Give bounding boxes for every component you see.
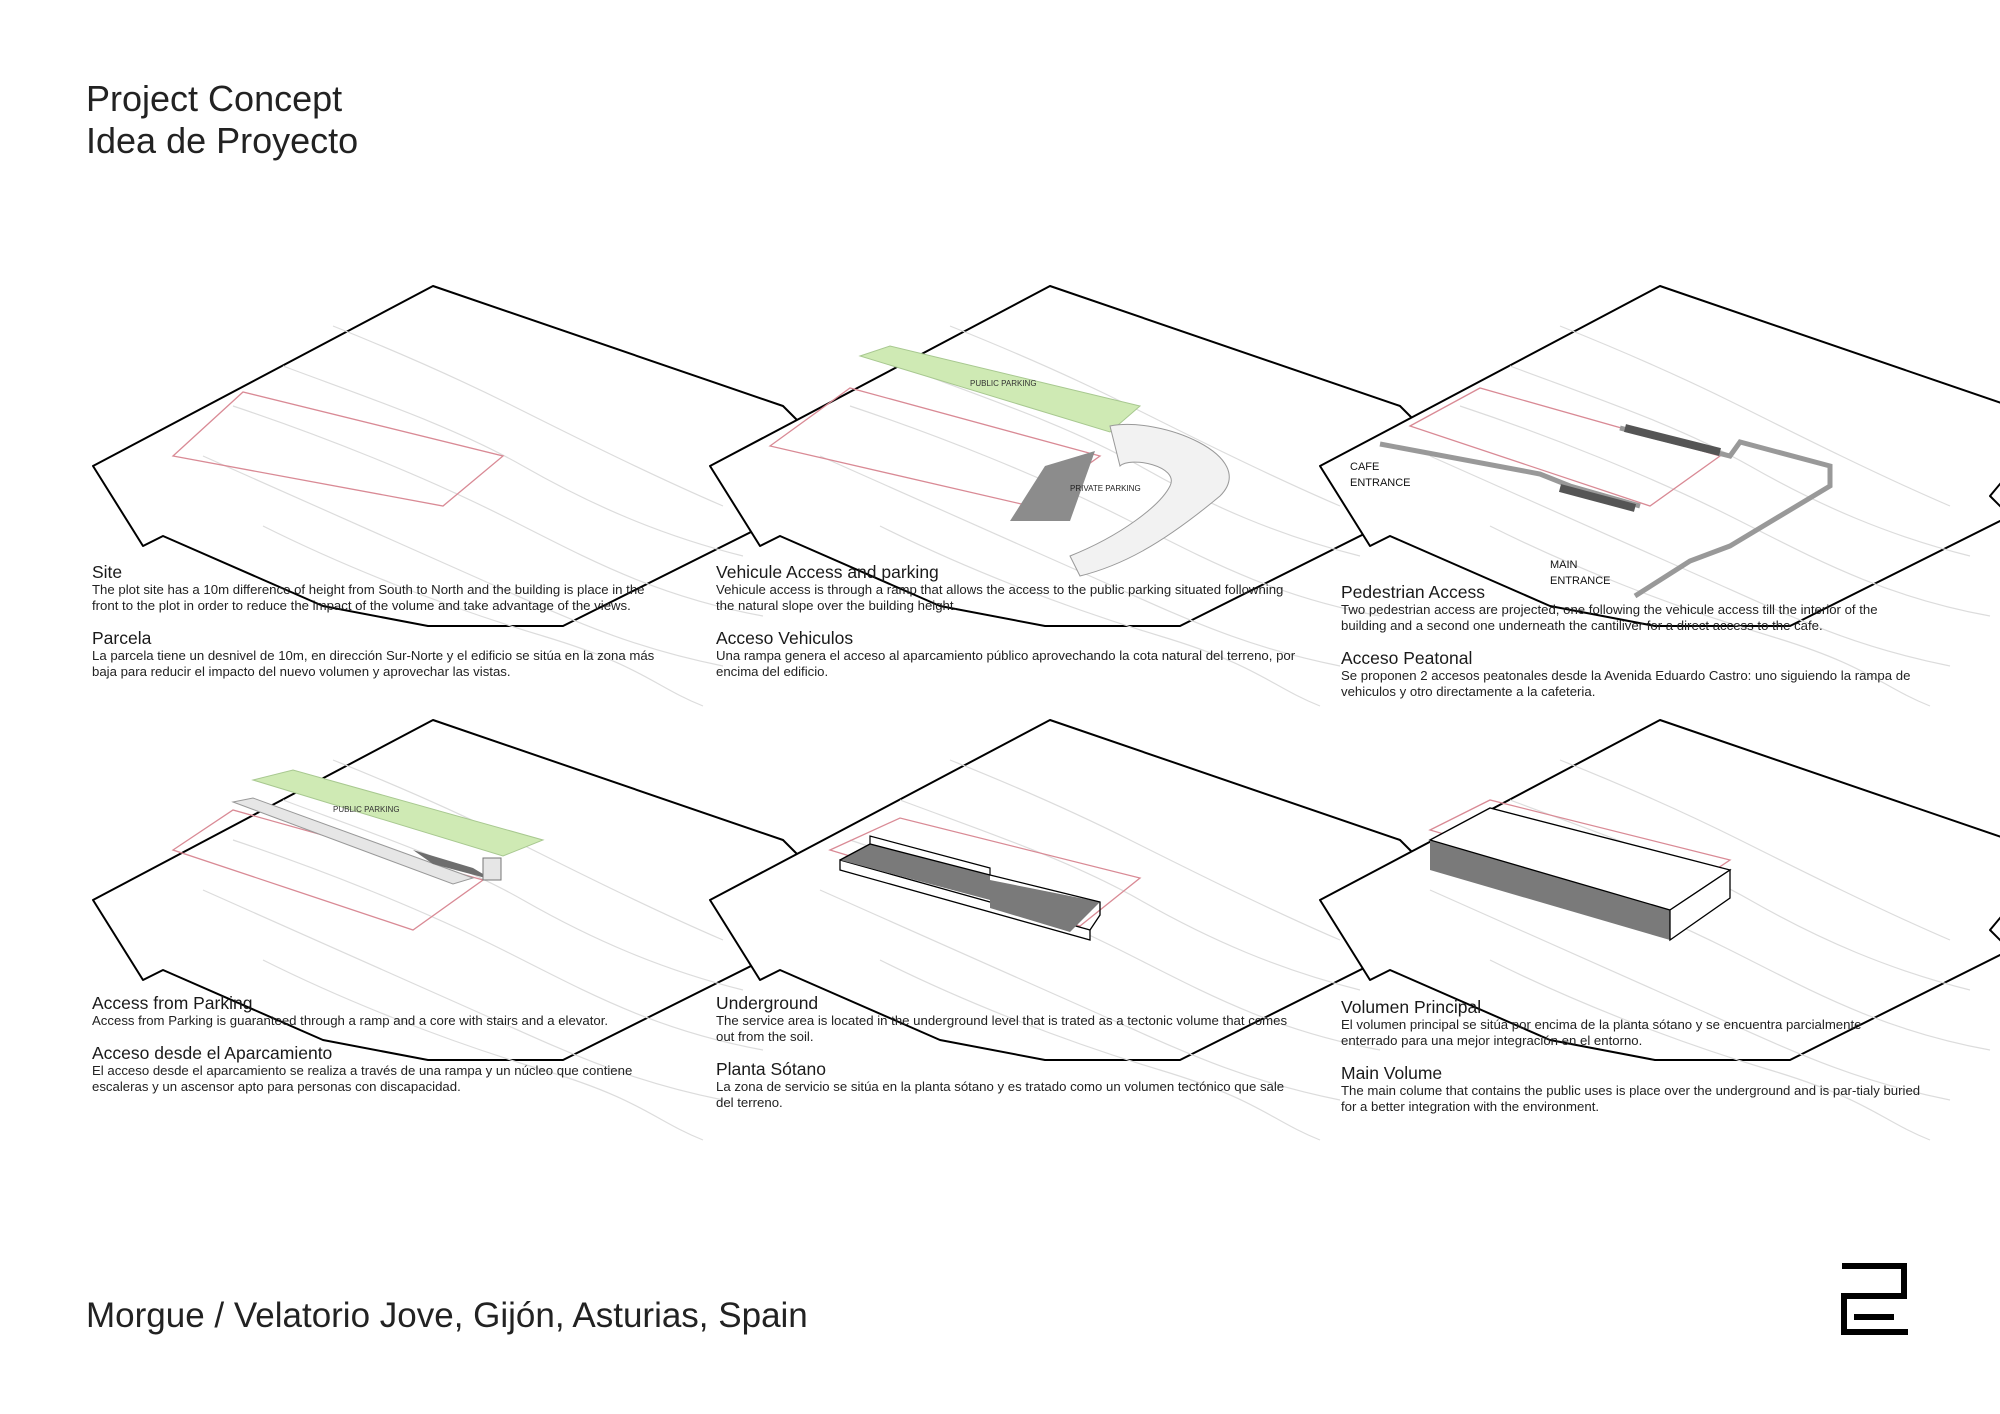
text-parcela: La parcela tiene un desnivel de 10m, en …	[92, 648, 655, 679]
main-volume-end	[1669, 868, 1731, 942]
diagram-access-from-parking: PUBLIC PARKING	[92, 719, 814, 1141]
access-ramp	[231, 797, 475, 885]
heading-underground: Underground	[716, 993, 819, 1013]
diagram-underground	[709, 719, 1431, 1141]
private-parking-label: PRIVATE PARKING	[1070, 484, 1141, 493]
diagram-pedestrian-access: CAFE ENTRANCE MAIN ENTRANCE	[1319, 285, 2000, 707]
text-underground: The service area is located in the under…	[716, 1013, 1288, 1044]
plot-outline	[171, 391, 505, 507]
cafe-entrance-label-1: CAFE	[1350, 461, 1379, 473]
heading-site: Site	[92, 562, 123, 582]
panel-pedestrian-text: Pedestrian Access Two pedestrian access …	[1341, 582, 1921, 714]
heading-planta-sotano: Planta Sótano	[716, 1059, 826, 1079]
text-pedestrian-access: Two pedestrian access are projected, one…	[1341, 602, 1878, 633]
main-entrance-label-1: MAIN	[1550, 559, 1578, 571]
main-path	[1619, 425, 1833, 599]
heading-pedestrian-access: Pedestrian Access	[1341, 582, 1485, 602]
public-parking-area	[858, 345, 1142, 433]
panel-underground-text: Underground The service area is located …	[716, 993, 1296, 1125]
public-parking-label: PUBLIC PARKING	[333, 805, 400, 814]
text-vehicule-access: Vehicule access is through a ramp that a…	[716, 582, 1284, 613]
text-volumen-principal: El volumen principal se sitúa por encima…	[1341, 1017, 1862, 1048]
heading-acceso-peatonal: Acceso Peatonal	[1341, 648, 1473, 668]
text-planta-sotano: La zona de servicio se sitúa en la plant…	[716, 1079, 1285, 1110]
stair-core	[413, 850, 493, 880]
public-parking-area	[251, 769, 545, 857]
heading-main-volume: Main Volume	[1341, 1063, 1443, 1083]
text-access-from-parking: Access from Parking is guaranteed throug…	[92, 1013, 609, 1028]
main-entrance-label-2: ENTRANCE	[1550, 575, 1611, 587]
title-line-english: Project Concept	[86, 78, 343, 119]
text-main-volume: The main colume that contains the public…	[1341, 1083, 1921, 1114]
project-title: Morgue / Velatorio Jove, Gijón, Asturias…	[86, 1296, 808, 1335]
panel-site-text: Site The plot site has a 10m difference …	[92, 562, 672, 694]
heading-parcela: Parcela	[92, 628, 152, 648]
cafe-path-shaded	[1558, 484, 1637, 512]
diagram-site	[92, 285, 814, 707]
heading-volumen-principal: Volumen Principal	[1341, 997, 1482, 1017]
heading-access-from-parking: Access from Parking	[92, 993, 253, 1013]
heading-acceso-vehiculos: Acceso Vehiculos	[716, 628, 854, 648]
cafe-entrance-label-2: ENTRANCE	[1350, 477, 1411, 489]
studio-logo-icon	[1841, 1263, 1908, 1335]
vehicle-ramp	[1069, 424, 1230, 577]
underground-dark-floor	[990, 880, 1100, 932]
heading-acceso-aparcamiento: Acceso desde el Aparcamiento	[92, 1043, 333, 1063]
text-acceso-vehiculos: Una rampa genera el acceso al aparcamien…	[716, 648, 1296, 679]
text-acceso-aparcamiento: El acceso desde el aparcamiento se reali…	[92, 1063, 633, 1094]
private-parking-area	[1010, 451, 1095, 521]
text-acceso-peatonal: Se proponen 2 accesos peatonales desde l…	[1341, 668, 1911, 699]
page-title: Project Concept Idea de Proyecto	[86, 78, 358, 162]
panel-main-volume-text: Volumen Principal El volumen principal s…	[1341, 997, 1921, 1129]
public-parking-label: PUBLIC PARKING	[970, 379, 1037, 388]
panel-vehicle-text: Vehicule Access and parking Vehicule acc…	[716, 562, 1296, 694]
main-path-shaded	[1624, 424, 1721, 456]
panel-access-parking-text: Access from Parking Access from Parking …	[92, 993, 672, 1109]
diagram-main-volume	[1319, 719, 2000, 1141]
underground-dark-strip	[840, 844, 990, 900]
diagram-vehicle-access: PUBLIC PARKING PRIVATE PARKING	[709, 285, 1431, 707]
elevator-core	[482, 857, 502, 881]
title-line-spanish: Idea de Proyecto	[86, 120, 359, 161]
main-volume-side	[1430, 840, 1670, 940]
plot-outline	[768, 387, 1102, 507]
text-site: The plot site has a 10m difference of he…	[92, 582, 645, 613]
heading-vehicule-access: Vehicule Access and parking	[716, 562, 939, 582]
